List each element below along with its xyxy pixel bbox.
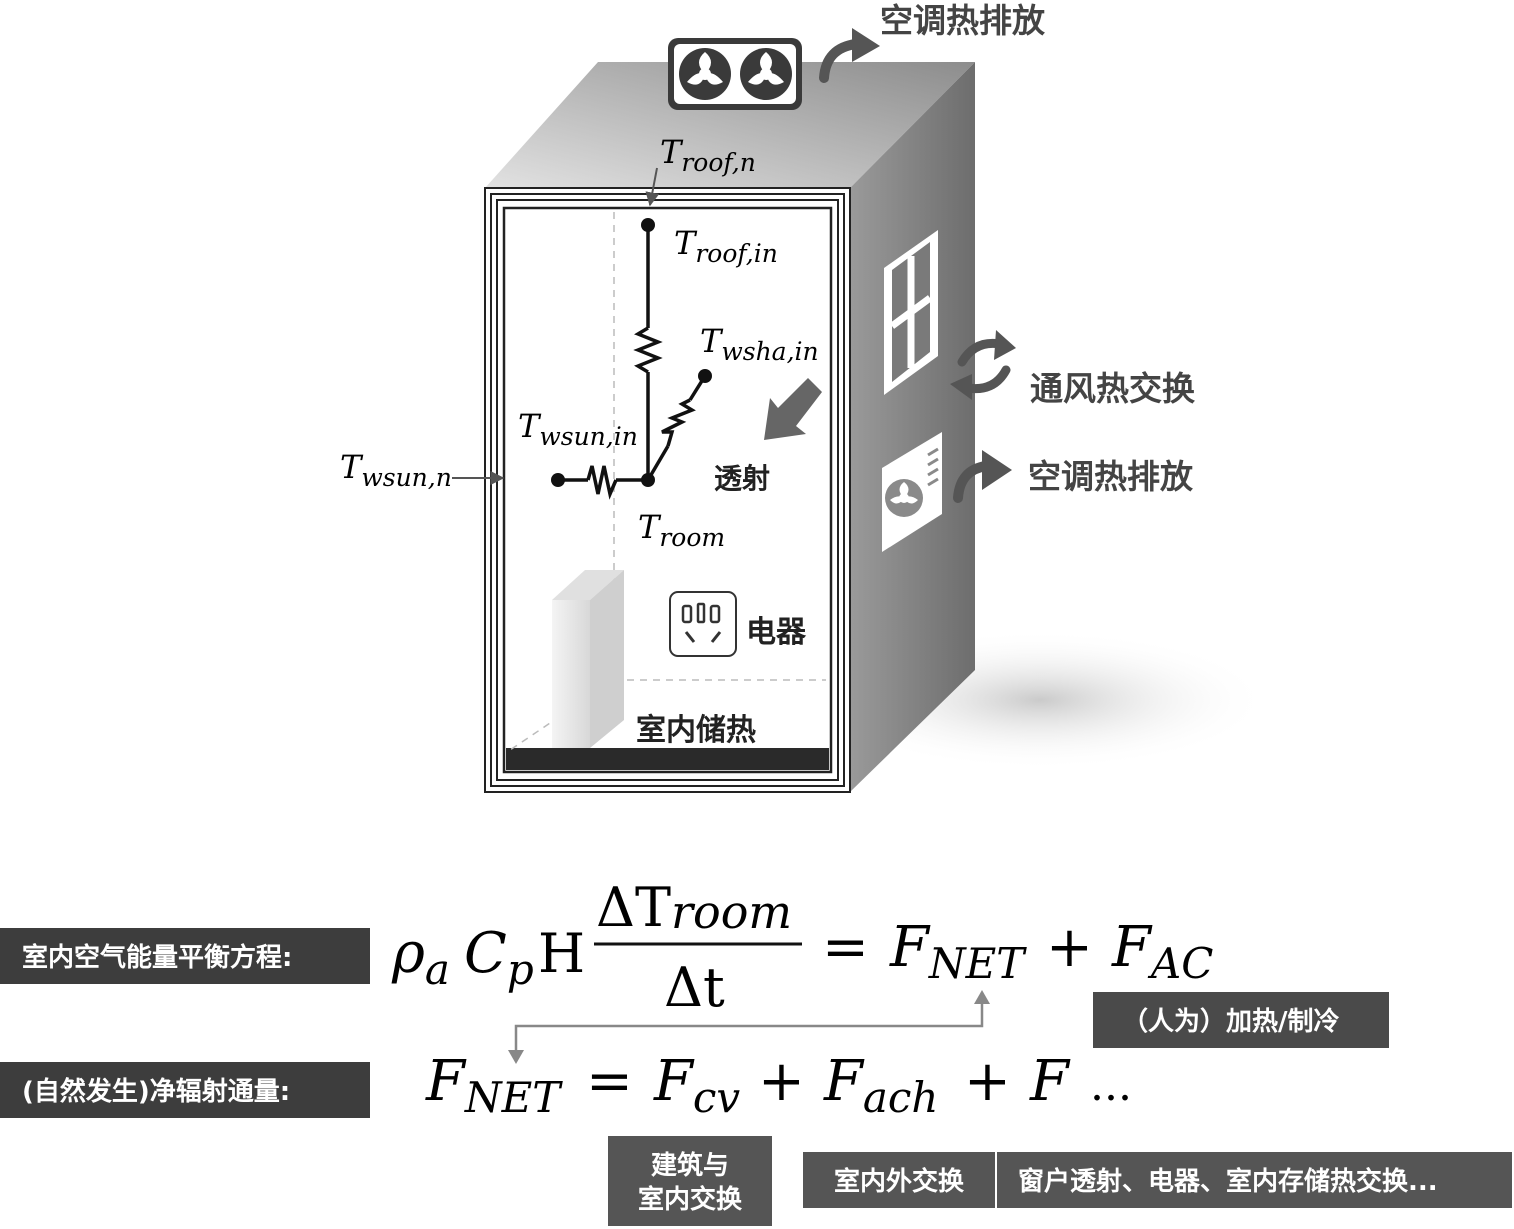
svg-text:+: + — [964, 1049, 1011, 1114]
node-roof-in — [641, 218, 655, 232]
svg-text:Cp: Cp — [464, 921, 534, 994]
tag-ach-box — [803, 1152, 995, 1208]
building-top-face — [485, 62, 975, 188]
tag-ac: （人为）加热/制冷 — [1122, 1006, 1340, 1037]
thermal-mass-front — [552, 600, 590, 748]
wall-layer-3 — [496, 199, 839, 781]
thermal-mass-side — [590, 570, 624, 748]
floor-slab — [506, 748, 829, 770]
label-t-room: Troom — [638, 508, 725, 552]
equation-1: ρa Cp H ΔTroom Δt = FNET + FAC — [391, 876, 1213, 1019]
label-t-roof-n: Troof,n — [660, 133, 756, 177]
svg-text:FNET: FNET — [425, 1049, 563, 1122]
label-t-wsun-in: Twsun,in — [518, 407, 638, 451]
wall-layer-2 — [490, 193, 845, 787]
ac-unit-icon — [882, 432, 942, 552]
label-t-roof-in: Troof,in — [674, 224, 778, 268]
building — [484, 62, 975, 793]
svg-text:FNET: FNET — [889, 915, 1027, 988]
pointer-roof-n — [645, 167, 660, 207]
tag-others-box — [997, 1152, 1512, 1208]
fnet-link-arrow — [508, 990, 990, 1064]
label-t-wsun-n: Twsun,n — [340, 448, 452, 492]
window-icon — [884, 230, 938, 395]
node-room — [641, 473, 655, 487]
resistor-wsha — [661, 398, 696, 447]
label-side-exhaust: 空调热排放 — [1028, 457, 1194, 496]
tag-cv-line1: 建筑与 — [651, 1150, 729, 1181]
eq1-label-box — [0, 928, 370, 984]
svg-text:...: ... — [1090, 1060, 1132, 1111]
eq1-label: 室内空气能量平衡方程: — [22, 942, 292, 973]
tag-others: 窗户透射、电器、室内存储热交换... — [1018, 1166, 1438, 1197]
building-side-face — [850, 62, 975, 792]
node-wsun-in — [551, 473, 565, 487]
equation-2: FNET = Fcv + Fach + F ... — [425, 1049, 1132, 1122]
tag-cv-box — [608, 1136, 772, 1226]
label-appliance: 电器 — [746, 615, 807, 650]
thermal-mass-top — [552, 570, 624, 600]
label-transmission: 透射 — [714, 462, 770, 495]
side-exhaust-arrow — [953, 450, 1012, 503]
svg-text:F: F — [1029, 1049, 1071, 1114]
tag-cv-line2: 室内交换 — [638, 1184, 743, 1215]
resistor-wsun — [586, 465, 618, 500]
svg-text:=: = — [822, 915, 869, 980]
node-wsha-in — [698, 369, 712, 383]
label-indoor-storage: 室内储热 — [636, 713, 756, 748]
dashed-guide-diagonal — [509, 679, 615, 751]
eq2-label: (自然发生)净辐射通量: — [22, 1076, 290, 1107]
transmission-arrow — [764, 378, 822, 440]
svg-text:=: = — [586, 1049, 633, 1114]
svg-text:Fcv: Fcv — [653, 1049, 740, 1122]
tag-ac-box — [1093, 992, 1389, 1048]
label-top-exhaust: 空调热排放 — [880, 1, 1046, 40]
svg-text:Fach: Fach — [823, 1049, 938, 1122]
svg-text:Δt: Δt — [664, 956, 725, 1019]
svg-text:+: + — [758, 1049, 805, 1114]
svg-text:H: H — [538, 922, 585, 985]
label-ventilation: 通风热交换 — [1030, 369, 1195, 408]
top-exhaust-arrow — [819, 28, 880, 83]
resistor-roof — [633, 326, 663, 374]
eq2-label-box — [0, 1062, 370, 1118]
svg-text:ρa: ρa — [391, 921, 450, 994]
svg-text:FAC: FAC — [1111, 915, 1213, 988]
svg-text:+: + — [1046, 915, 1093, 980]
tag-ach: 室内外交换 — [834, 1166, 965, 1197]
socket-icon — [669, 591, 737, 657]
ventilation-exchange-arrows — [950, 330, 1016, 400]
roof-fan-icon — [668, 38, 802, 110]
svg-text:ΔTroom: ΔTroom — [596, 876, 792, 939]
label-t-wsha-in: Twsha,in — [700, 322, 819, 366]
